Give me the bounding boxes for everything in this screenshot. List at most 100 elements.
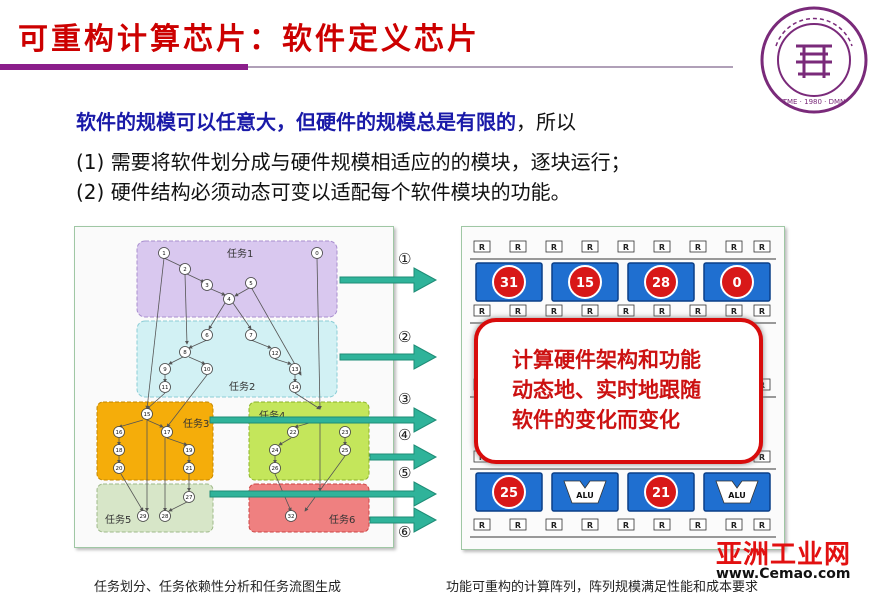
processing-element: 0 (703, 262, 771, 302)
task-node-label: 26 (272, 466, 279, 472)
task-node-label: 11 (162, 385, 169, 391)
intro-rest: ，所以 (516, 110, 576, 134)
router: R (473, 240, 491, 253)
point-2: (2) 硬件结构必须动态可变以适配每个软件模块的功能。 (76, 180, 571, 204)
processing-element: ALU (703, 472, 771, 512)
processing-element: ALU (551, 472, 619, 512)
flow-arrow-6 (369, 507, 438, 533)
router: R (753, 304, 771, 317)
router: R (617, 518, 635, 531)
task-node-label: 5 (249, 281, 253, 287)
router-label: R (731, 243, 737, 252)
task-node-label: 8 (183, 350, 187, 356)
router: R (617, 240, 635, 253)
router-label: R (759, 521, 765, 530)
callout-box (474, 318, 763, 464)
router: R (653, 518, 671, 531)
task-node: 9 (159, 363, 171, 375)
task-node-label: 22 (290, 430, 297, 436)
router-label: R (759, 307, 765, 316)
watermark-url: www.Cemao.com (716, 566, 851, 582)
task-node-label: 20 (116, 466, 123, 472)
task-node: 16 (113, 426, 125, 438)
processing-element: 21 (627, 472, 695, 512)
task-node-label: 2 (183, 267, 187, 273)
router-label: R (659, 521, 665, 530)
task-node-label: 32 (288, 514, 295, 520)
router-label: R (695, 307, 701, 316)
router-label: R (695, 243, 701, 252)
dependency-edges (117, 257, 347, 512)
router-label: R (731, 307, 737, 316)
task-node: 1 (158, 247, 170, 259)
router-label: R (479, 307, 485, 316)
task-node-label: 3 (205, 283, 209, 289)
router-label: R (551, 307, 557, 316)
router: R (653, 304, 671, 317)
task-node: 11 (159, 381, 171, 393)
task-node: 2 (179, 263, 191, 275)
task-node: 27 (183, 491, 195, 503)
pe-alu-label: ALU (728, 491, 746, 500)
logo-text: TME · 1980 · DMN (782, 98, 846, 106)
flow-arrow-4 (369, 444, 438, 470)
title-underline (248, 66, 733, 68)
router-label: R (587, 307, 593, 316)
task-node-label: 9 (163, 367, 167, 373)
task-node-label: 10 (204, 367, 211, 373)
step-marker-5: ⑤ (398, 464, 411, 482)
router-label: R (623, 307, 629, 316)
router: R (581, 304, 599, 317)
task-3-label: 任务3 (183, 417, 209, 430)
task-node-label: 18 (116, 448, 123, 454)
router: R (509, 518, 527, 531)
router-label: R (623, 521, 629, 530)
router: R (725, 304, 743, 317)
pe-task-id: 0 (732, 276, 741, 291)
processing-element: 25 (475, 472, 543, 512)
router: R (545, 304, 563, 317)
task-node: 24 (269, 444, 281, 456)
task-node-label: 29 (140, 514, 147, 520)
processing-element: 15 (551, 262, 619, 302)
processing-element: 28 (627, 262, 695, 302)
task-node-label: 25 (342, 448, 349, 454)
router-label: R (587, 243, 593, 252)
callout-line-3: 软件的变化而变化 (512, 408, 680, 432)
step-marker-3: ③ (398, 390, 411, 408)
task-node: 4 (223, 293, 235, 305)
task-node-label: 16 (116, 430, 123, 436)
router: R (653, 240, 671, 253)
router-label: R (515, 521, 521, 530)
slide-title: 可重构计算芯片：软件定义芯片 (18, 22, 480, 57)
task-node: 28 (159, 510, 171, 522)
task-node: 7 (245, 329, 257, 341)
task-node: 15 (141, 408, 153, 420)
task-graph: 任务1 任务2 任务3 任务4 任务5 任务6 (96, 240, 370, 533)
callout-line-1: 计算硬件架构和功能 (512, 348, 701, 372)
router: R (689, 518, 707, 531)
flow-arrow-2 (339, 344, 438, 370)
router: R (581, 518, 599, 531)
task-node: 20 (113, 462, 125, 474)
task-node: 25 (339, 444, 351, 456)
pe-task-id: 25 (500, 486, 518, 501)
intro-line: 软件的规模可以任意大，但硬件的规模总是有限的，所以 (76, 106, 576, 135)
router: R (753, 518, 771, 531)
router-label: R (551, 243, 557, 252)
right-caption: 功能可重构的计算阵列，阵列规模满足性能和成本要求 (446, 580, 759, 595)
task-node-label: 15 (144, 412, 151, 418)
task-node: 19 (183, 444, 195, 456)
task-node: 6 (201, 329, 213, 341)
task-node-label: 1 (162, 251, 166, 257)
task-node: 32 (285, 510, 297, 522)
title-underline-accent (0, 64, 248, 70)
task-node: 26 (269, 462, 281, 474)
task-node: 0 (311, 247, 323, 259)
left-caption: 任务划分、任务依赖性分析和任务流图生成 (94, 580, 342, 595)
router: R (473, 304, 491, 317)
callout-line-2: 动态地、实时地跟随 (512, 378, 701, 402)
task-node-label: 17 (164, 430, 171, 436)
router-label: R (587, 521, 593, 530)
flow-arrow-1 (339, 267, 438, 293)
